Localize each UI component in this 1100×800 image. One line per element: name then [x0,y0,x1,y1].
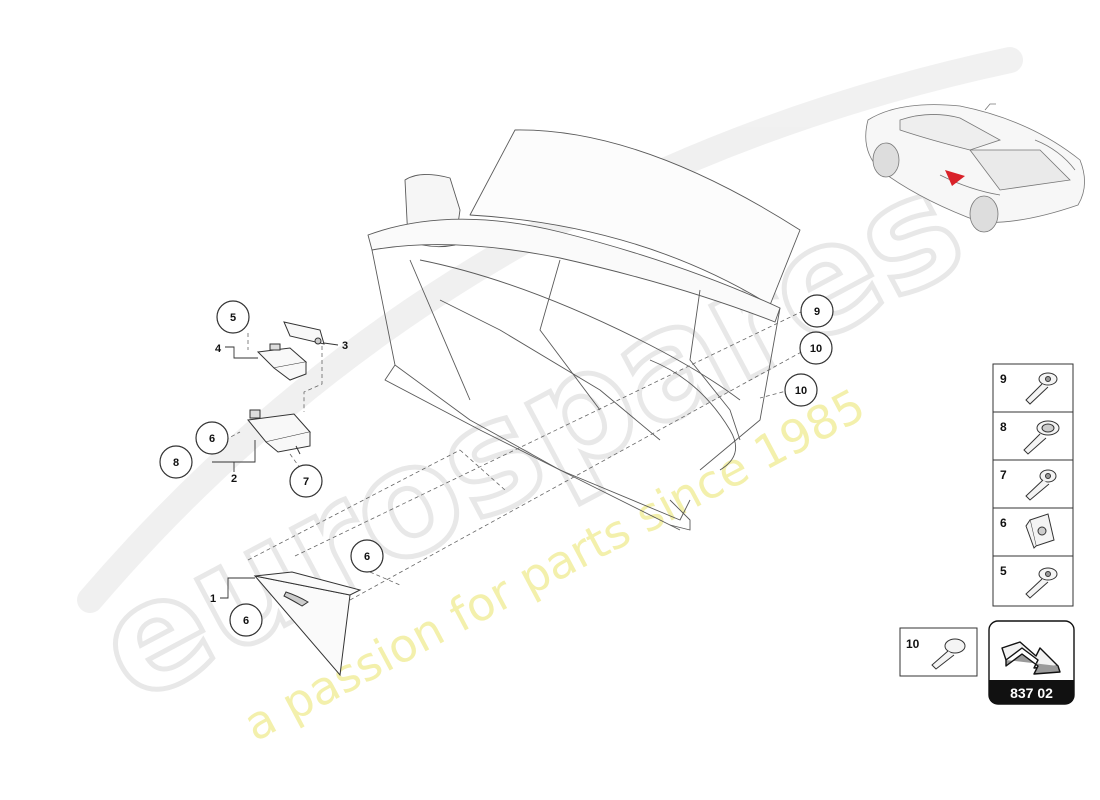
callout-6-top-text: 6 [209,433,215,445]
fastener-number-5: 5 [1000,564,1007,578]
interior-panel-drawing [367,129,801,531]
callout-6-mid-text: 6 [364,551,370,563]
callout-5: 5 [216,300,250,334]
callout-8-text: 8 [173,457,179,469]
callout-9-text: 9 [814,306,820,318]
callout-10-a-text: 10 [810,343,822,355]
callout-10-b: 10 [784,373,818,407]
part-3-bracket [283,321,325,345]
callout-5-text: 5 [230,312,236,324]
callout-7-text: 7 [303,476,309,488]
reference-box: 837 02 [988,620,1075,705]
reference-code: 837 02 [1010,685,1053,701]
part-1-trim [253,571,362,677]
label-part-1: 1 [210,593,216,605]
callout-7: 7 [289,464,323,498]
fastener-number-7: 7 [1000,468,1007,482]
callout-10-a: 10 [799,331,833,365]
screw-flat-head-icon [931,638,966,670]
callout-10-b-text: 10 [795,385,807,397]
part-2-module [247,409,311,455]
callout-9: 9 [800,294,834,328]
fastener-number-6: 6 [1000,516,1007,530]
fastener-box-10: 10 [899,627,978,677]
bolt-short-icon [1025,567,1058,599]
label-part-3: 3 [342,340,348,352]
fastener-number-9: 9 [1000,372,1007,386]
callout-6-low: 6 [229,603,263,637]
direction-arrow-icon [1001,641,1061,675]
dashed-guides [224,309,806,601]
bolt-torx-icon [1025,469,1057,501]
fastener-panel: 9 8 7 6 5 [992,363,1074,607]
leader-lines [212,342,339,599]
label-part-2: 2 [231,473,237,485]
label-part-4: 4 [215,343,222,355]
highlight-marker [945,170,965,186]
bolt-hex-socket-icon [1025,372,1058,405]
clip-nut-icon [1025,513,1055,549]
callout-6-top: 6 [195,421,229,455]
part-4-module [256,343,308,381]
bolt-flange-icon [1023,420,1060,455]
fastener-number-8: 8 [1000,420,1007,434]
callout-6-low-text: 6 [243,615,249,627]
car-overview-drawing [865,103,1085,233]
callout-6-mid: 6 [350,539,384,573]
callout-8: 8 [159,445,193,479]
fastener-number-10: 10 [906,637,920,651]
